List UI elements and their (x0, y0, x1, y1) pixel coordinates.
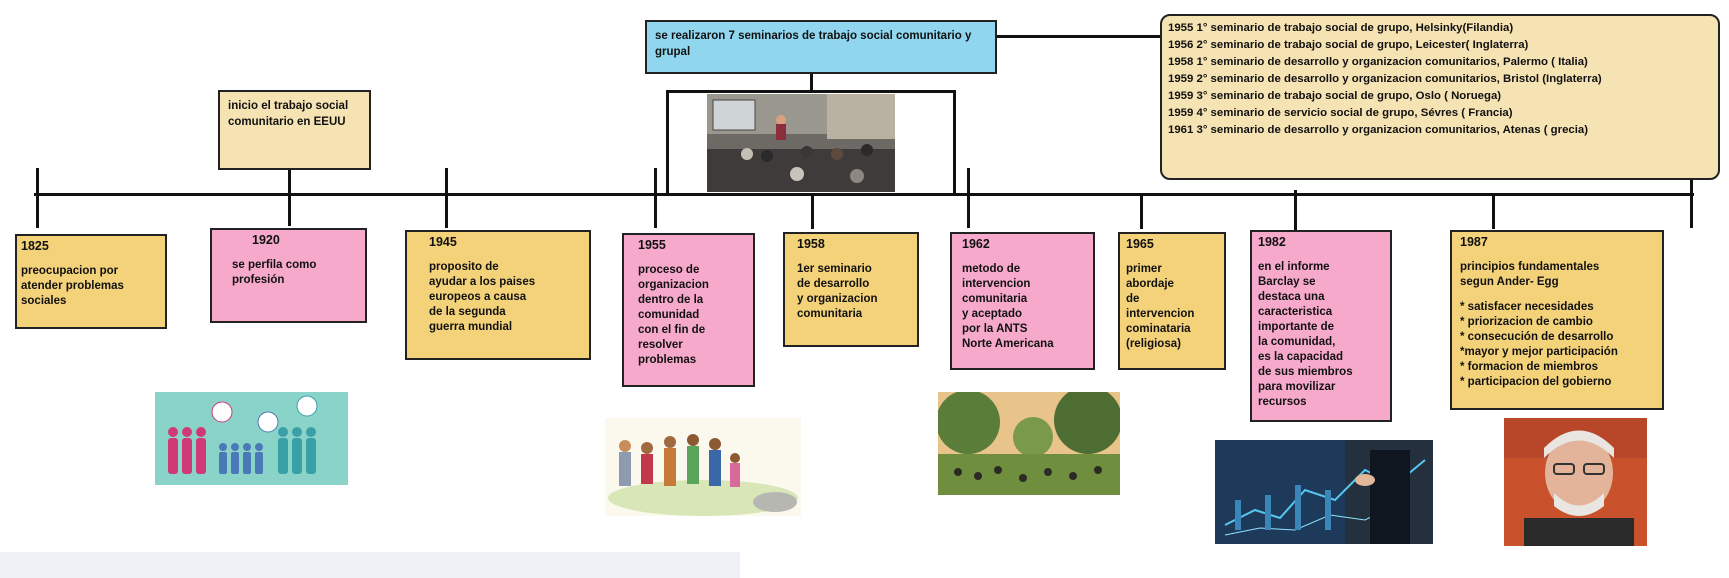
event-text: principios fundamentales segun Ander- Eg… (1460, 261, 1600, 288)
event-text: metodo de intervencion comunitaria y ace… (962, 263, 1054, 350)
community-people-illustration (155, 392, 348, 485)
seminar-list: 1955 1° seminario de trabajo social de g… (1160, 14, 1720, 180)
timeline-axis (34, 193, 1694, 196)
event-text: primer abordaje de intervencion cominata… (1126, 263, 1195, 350)
event-year: 1982 (1258, 235, 1286, 249)
tick-1920 (288, 160, 291, 226)
event-year: 1962 (962, 237, 990, 251)
event-box-1982: 1982 en el informe Barclay se destaca un… (1250, 230, 1392, 422)
tick-1987 (1492, 193, 1495, 229)
seminar-item: 1959 3° seminario de trabajo social de g… (1168, 90, 1502, 102)
business-graph-photo (1215, 440, 1433, 544)
rural-community-illustration (605, 418, 801, 516)
event-year: 1958 (797, 237, 825, 251)
event-text: proceso de organizacion dentro de la com… (638, 264, 709, 366)
event-box-1920: 1920 se perfila como profesión (210, 228, 367, 323)
note-1920-start: inicio el trabajo social comunitario en … (218, 90, 371, 170)
seminar-item: 1959 4° seminario de servicio social de … (1168, 107, 1513, 119)
event-box-1955: 1955 proceso de organizacion dentro de l… (622, 233, 755, 387)
event-box-1987: 1987 principios fundamentales segun Ande… (1450, 230, 1664, 410)
event-year: 1955 (638, 238, 666, 252)
tick-1945 (445, 168, 448, 228)
tick-1955 (654, 168, 657, 228)
event-year: 1987 (1460, 235, 1488, 249)
seminar-item: 1956 2° seminario de trabajo social de g… (1168, 39, 1529, 51)
tick-1965 (1140, 193, 1143, 229)
event-box-1958: 1958 1er seminario de desarrollo y organ… (783, 232, 919, 347)
bracket-right (953, 90, 956, 195)
seminar-item: 1958 1° seminario de desarrollo y organi… (1168, 56, 1588, 68)
event-text: proposito de ayudar a los paises europeo… (429, 261, 536, 333)
seminars-summary-note: se realizaron 7 seminarios de trabajo so… (645, 20, 997, 74)
principles-list: * satisfacer necesidades * priorizacion … (1460, 301, 1618, 388)
event-text: preocupacion por atender problemas socia… (21, 265, 124, 307)
event-box-1945: 1945 proposito de ayudar a los paises eu… (405, 230, 591, 360)
seminar-item: 1959 2° seminario de desarrollo y organi… (1168, 73, 1602, 85)
event-text: 1er seminario de desarrollo y organizaci… (797, 263, 878, 320)
event-year: 1825 (21, 239, 49, 253)
event-year: 1920 (252, 233, 280, 247)
bracket-stem (810, 72, 813, 92)
tick-1958 (811, 193, 814, 229)
note-1920-text: inicio el trabajo social comunitario en … (228, 100, 349, 128)
event-text: se perfila como profesión (232, 259, 317, 286)
tick-1962 (967, 168, 970, 228)
seminar-item: 1961 3° seminario de desarrollo y organi… (1168, 124, 1589, 136)
tick-1825 (36, 168, 39, 228)
event-box-1825: 1825 preocupacion por atender problemas … (15, 234, 167, 329)
event-box-1962: 1962 metodo de intervencion comunitaria … (950, 232, 1095, 370)
ander-egg-portrait (1504, 418, 1647, 546)
event-year: 1965 (1126, 237, 1154, 251)
seminar-item: 1955 1° seminario de trabajo social de g… (1168, 22, 1514, 34)
seminars-summary-text: se realizaron 7 seminarios de trabajo so… (655, 30, 972, 58)
tick-1982 (1294, 190, 1297, 230)
bottom-strip (0, 552, 740, 578)
seminar-connector (996, 35, 1162, 38)
park-gathering-photo (938, 392, 1120, 495)
event-text: en el informe Barclay se destaca una car… (1258, 261, 1353, 408)
seminar-room-photo (707, 94, 895, 192)
event-box-1965: 1965 primer abordaje de intervencion com… (1118, 232, 1226, 370)
event-year: 1945 (429, 235, 457, 249)
bracket-left (666, 90, 669, 195)
tick-end (1690, 168, 1693, 228)
